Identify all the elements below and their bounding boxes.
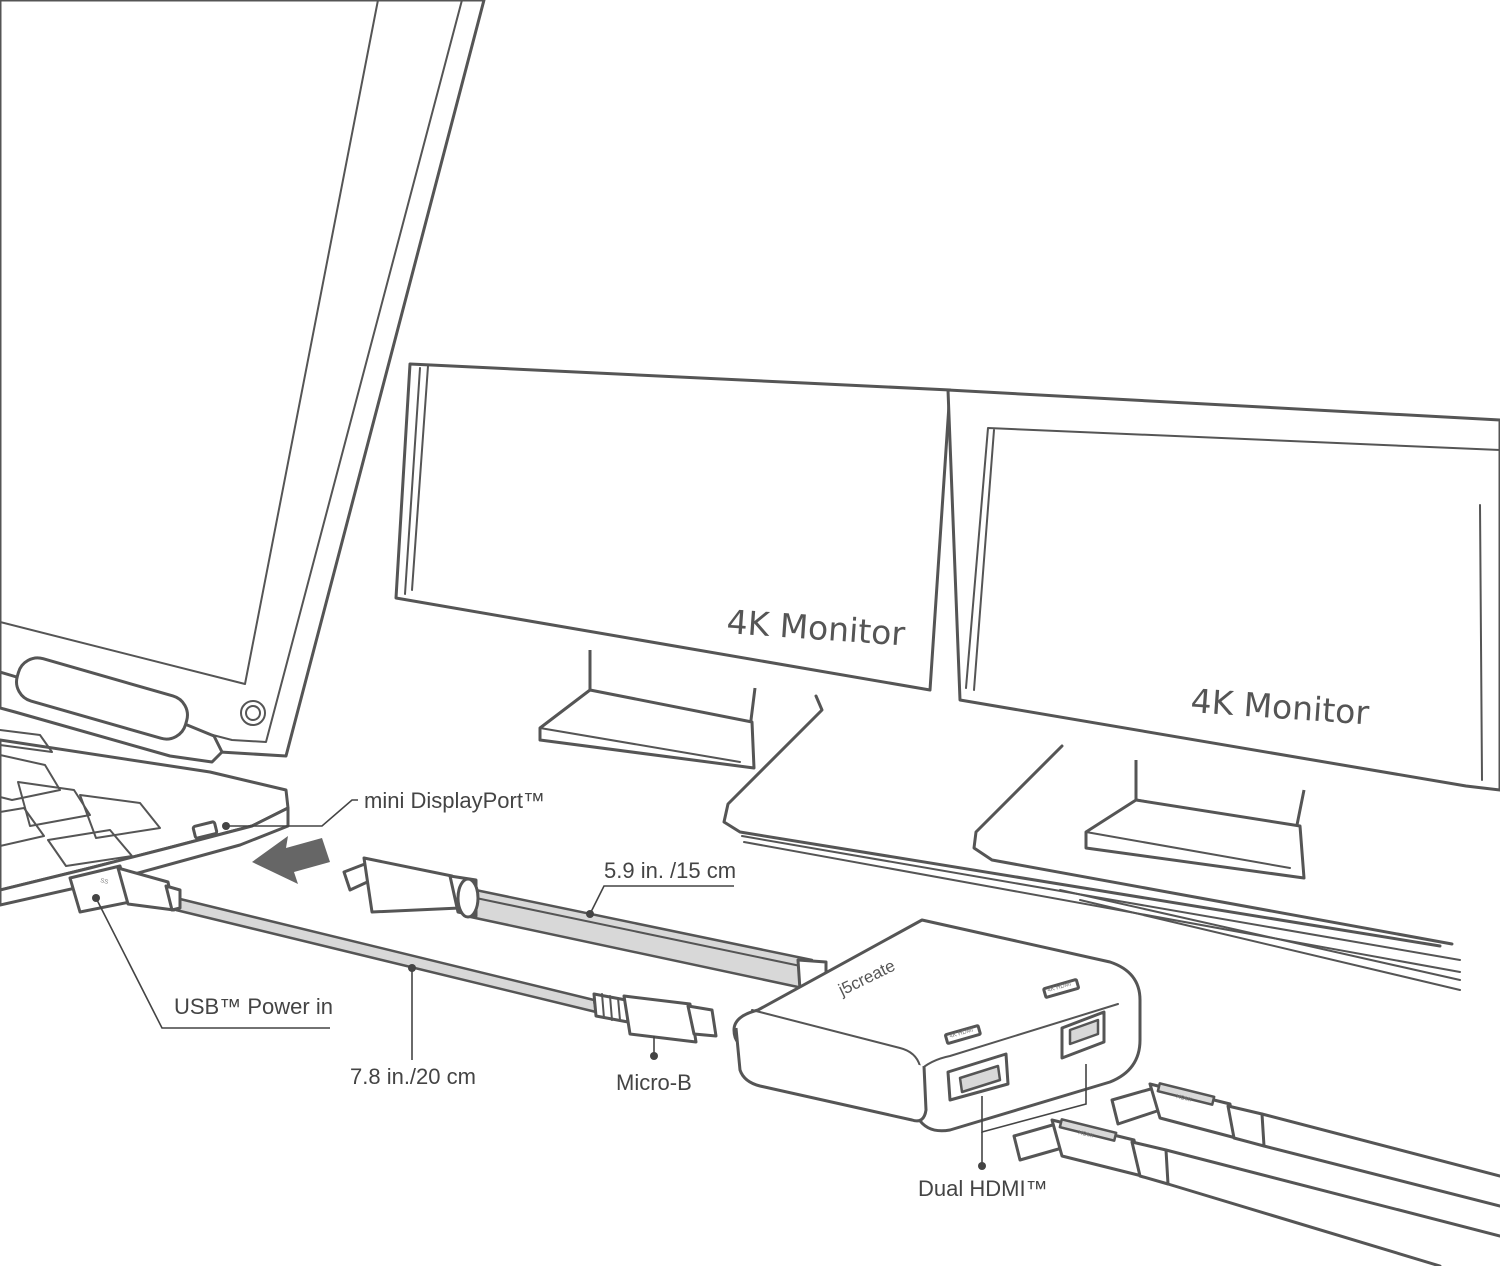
laptop-display bbox=[0, 0, 463, 743]
monitor-2-frame bbox=[946, 388, 1500, 792]
micro-b-plug-tip bbox=[686, 1004, 718, 1038]
monitor-1: 4K Monitor bbox=[394, 362, 952, 770]
monitor-1-screen bbox=[411, 365, 429, 591]
hdmi-cable-1: HDMI bbox=[1110, 1082, 1500, 1208]
callout-micro-b: Micro-B bbox=[616, 1036, 692, 1095]
laptop-keyboard bbox=[0, 729, 161, 867]
callout-dual-hdmi-label: Dual HDMI™ bbox=[918, 1176, 1048, 1201]
desk-surface bbox=[722, 694, 1461, 991]
monitor-2-screen bbox=[965, 427, 1500, 689]
laptop-minidp-port bbox=[191, 820, 219, 840]
callout-cable-long: 7.8 in./20 cm bbox=[350, 964, 476, 1089]
adapter-body bbox=[732, 918, 1142, 1133]
callout-usb-power-in: USB™ Power in bbox=[92, 894, 333, 1029]
callout-mini-displayport: mini DisplayPort™ bbox=[222, 788, 545, 830]
hdmi-cable-2-tag: HDMI bbox=[1078, 1130, 1095, 1140]
callout-mini-displayport-label: mini DisplayPort™ bbox=[364, 788, 545, 813]
usb-ss-label: SS bbox=[100, 878, 109, 886]
callout-usb-power-in-label: USB™ Power in bbox=[174, 994, 333, 1019]
callout-cable-short: 5.9 in. /15 cm bbox=[586, 858, 736, 918]
laptop-hinge-cap bbox=[15, 656, 189, 741]
hdmi-cable-1-tag: HDMI bbox=[1176, 1094, 1193, 1104]
monitor-2: 4K Monitor bbox=[946, 388, 1500, 880]
callout-dual-hdmi: Dual HDMI™ bbox=[918, 1064, 1087, 1201]
callout-cable-short-label: 5.9 in. /15 cm bbox=[604, 858, 736, 883]
monitor-1-stand-base bbox=[538, 688, 756, 770]
usb-cable: SS bbox=[68, 864, 718, 1044]
adapter-top-edge bbox=[751, 1009, 921, 1067]
hdmi-cable-2: HDMI bbox=[1012, 1118, 1500, 1266]
monitor-2-stand-base bbox=[1084, 798, 1306, 880]
insert-direction-arrow-icon bbox=[252, 836, 330, 884]
hdmi-port-1: 4K HDMI bbox=[944, 1024, 1010, 1102]
laptop-display-inner bbox=[0, 0, 379, 685]
minidp-plug-housing bbox=[362, 856, 462, 914]
callout-cable-long-label: 7.8 in./20 cm bbox=[350, 1064, 476, 1089]
minidp-cable-body bbox=[464, 886, 814, 992]
adapter-front-face bbox=[734, 1027, 928, 1123]
callout-micro-b-label: Micro-B bbox=[616, 1070, 692, 1095]
laptop-camera-icon bbox=[240, 700, 266, 726]
adapter: 4K HDMI 4K HDMI j5create bbox=[732, 918, 1142, 1133]
laptop-camera-lens-icon bbox=[245, 705, 261, 721]
micro-b-plug-housing bbox=[622, 994, 698, 1044]
